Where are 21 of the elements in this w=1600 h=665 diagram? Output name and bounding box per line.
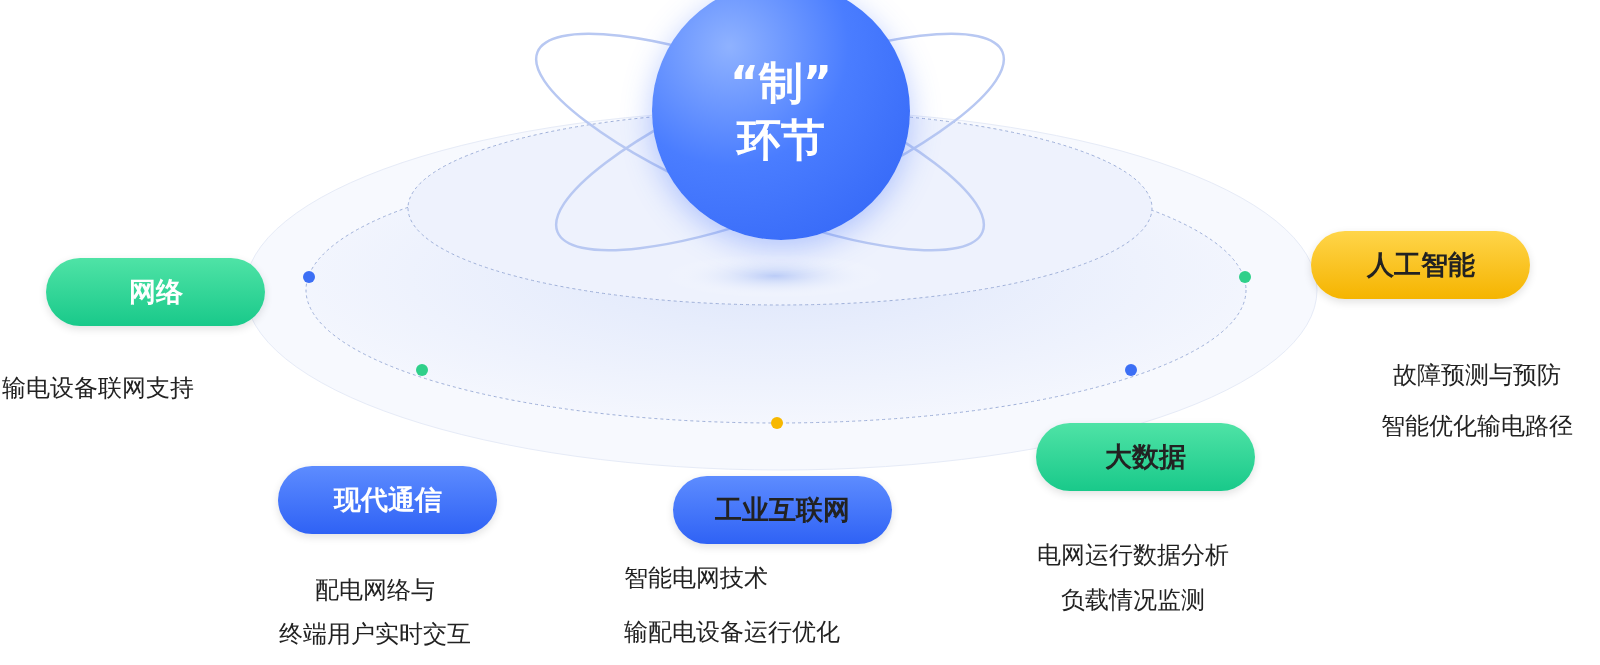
description-text: 终端用户实时交互 [279,622,471,646]
hub-title: “制” [730,55,832,110]
label-pill [46,258,265,326]
description-text: 故障预测与预防 [1393,363,1561,387]
description-text: 智能电网技术 [624,566,768,590]
pill-label: 大数据 [1105,440,1186,474]
pill-label: 工业互联网 [715,493,850,527]
label-pill [1036,423,1255,491]
pill-label: 人工智能 [1366,248,1475,282]
description-text: 输配电设备运行优化 [624,620,840,644]
description-text: 智能优化输电路径 [1381,414,1573,438]
description-text: 负载情况监测 [1061,588,1205,612]
label-pill [1311,231,1530,299]
description-text: 电网运行数据分析 [1037,543,1229,567]
pill-label: 现代通信 [333,483,442,517]
description-text: 输电设备联网支持 [2,376,194,400]
label-pill [278,466,497,534]
description-text: 配电网络与 [315,578,435,602]
label-pill [673,476,892,544]
pill-label: 网络 [128,275,183,309]
hub-title: 环节 [737,113,825,167]
